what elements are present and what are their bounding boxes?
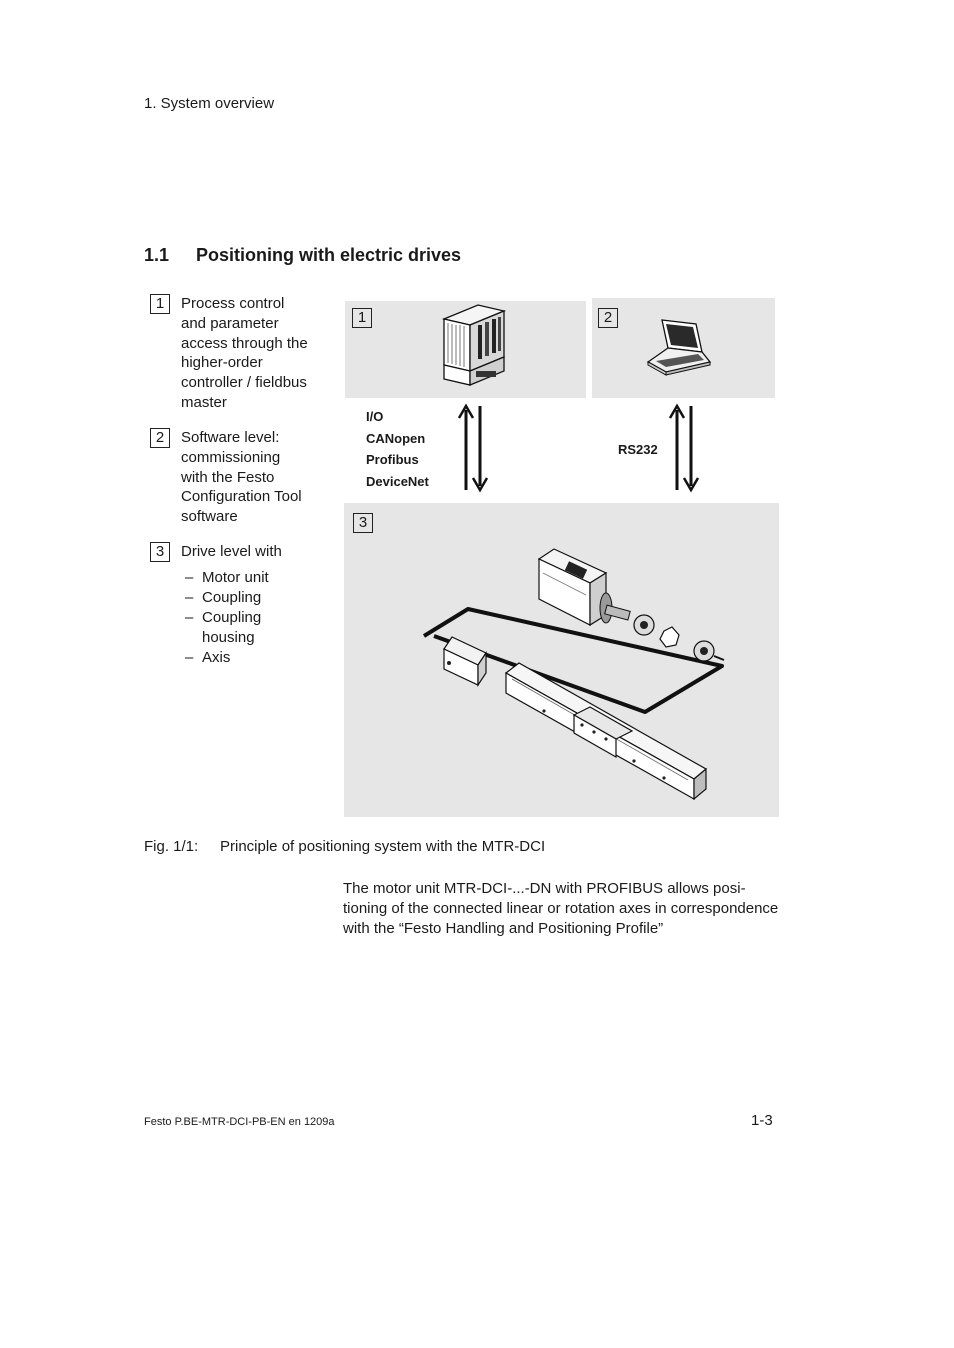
list-item: –Axis [185, 648, 292, 668]
drive-assembly-illustration [422, 548, 725, 801]
legend-number-3: 3 [150, 542, 170, 562]
panel-number-1: 1 [352, 308, 372, 328]
panel-number-3: 3 [353, 513, 373, 533]
motor-unit [537, 548, 631, 627]
laptop-icon [646, 319, 712, 376]
laptop-panel: 2 [592, 298, 775, 398]
figure-caption-text: Principle of positioning system with the… [220, 838, 546, 855]
panel-number-2: 2 [598, 308, 618, 328]
body-paragraph: The motor unit MTR-DCI-...-DN with PROFI… [343, 880, 779, 937]
section-title: Positioning with electric drives [196, 245, 462, 265]
protocol-profibus: Profibus [366, 452, 419, 467]
legend-text-2: Software level: commissioning with the F… [181, 429, 302, 526]
section-number: 1.1 [144, 245, 170, 265]
protocol-io: I/O [366, 409, 384, 424]
list-dash: – [185, 649, 194, 666]
legend-number-2: 2 [150, 428, 170, 448]
list-dash: – [185, 589, 194, 606]
legend-text-1: Process control and parameter access thr… [181, 295, 308, 411]
chapter-header: 1. System overview [144, 95, 275, 112]
coupling-parts [633, 614, 725, 662]
list-item: –Motor unit [185, 568, 292, 588]
list-item: –Coupling housing [185, 608, 292, 648]
protocol-devicenet: DeviceNet [366, 473, 429, 489]
legend-text-3: Drive level with [181, 543, 282, 560]
footer-page-number: 1-3 [751, 1112, 773, 1129]
bidirectional-arrow-icon [668, 403, 700, 493]
drive-component-list: –Motor unit –Coupling –Coupling housing … [185, 568, 292, 668]
controller-panel: 1 [345, 301, 586, 398]
list-item: –Coupling [185, 588, 292, 608]
drive-panel: 3 [344, 503, 779, 817]
protocol-canopen: CANopen [366, 430, 426, 446]
list-item-label: Coupling housing [202, 609, 262, 646]
linear-axis [443, 636, 708, 801]
protocol-rs232: RS232 [618, 442, 658, 457]
bidirectional-arrow-icon [457, 403, 489, 493]
list-dash: – [185, 609, 194, 626]
list-item-label: Motor unit [202, 569, 269, 586]
controller-rack-icon [441, 304, 507, 386]
list-dash: – [185, 569, 194, 586]
fieldbus-protocol-list: I/O CANopen Profibus DeviceNet [366, 406, 429, 492]
legend-number-1: 1 [150, 294, 170, 314]
list-item-label: Axis [202, 649, 231, 666]
footer-document-id: Festo P.BE-MTR-DCI-PB-EN en 1209a [144, 1116, 335, 1128]
list-item-label: Coupling [202, 589, 262, 606]
figure-caption-label: Fig. 1/1: [144, 838, 199, 855]
